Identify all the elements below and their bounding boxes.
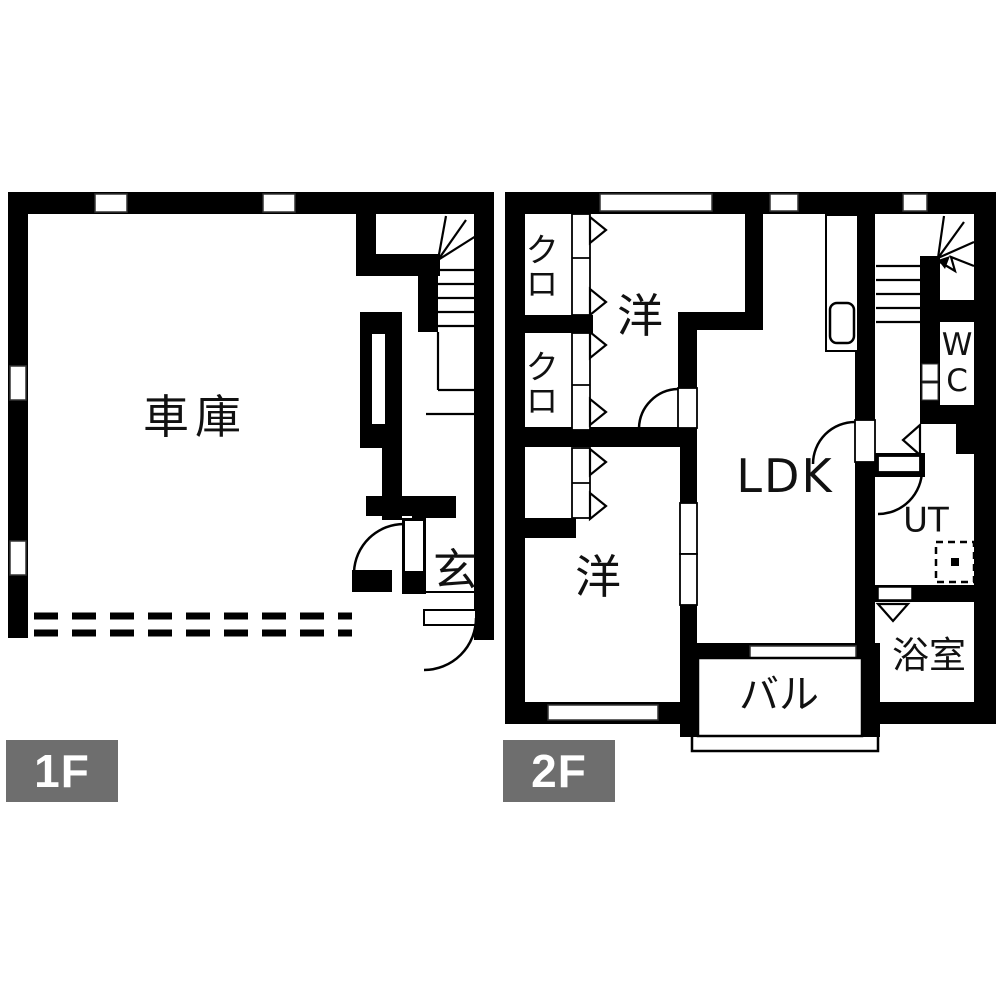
bathroom-door [875, 586, 913, 623]
washing-machine-pad [934, 540, 976, 584]
wc-door-notches [921, 363, 939, 401]
floor2-plan [505, 192, 996, 753]
floor1-door-pocket [372, 334, 385, 424]
folding-door-triangles [588, 214, 608, 522]
floor1-garage-door [352, 519, 425, 573]
floor2-stairs [876, 215, 975, 324]
floor2-closet-fronts [571, 213, 591, 519]
balcony-label-box [696, 656, 864, 738]
floor1-entrance-door [423, 609, 478, 672]
kitchen-sink [828, 301, 856, 345]
bathroom-label: 浴室 [892, 633, 966, 677]
closet-lower-label: クロ [518, 349, 559, 417]
sliding-door-panels [679, 502, 698, 606]
closet-upper-label: クロ [518, 232, 559, 300]
western-upper-label: 洋 [617, 289, 663, 344]
ldk-label: LDK [736, 449, 834, 504]
entrance-label: 玄 [433, 545, 477, 597]
floor1-plan [8, 192, 494, 672]
stair-direction-arrow [938, 255, 975, 274]
ldk-door [811, 419, 876, 465]
balcony-label: バル [739, 672, 819, 719]
floor1-stairs [426, 215, 477, 416]
floor1-windows [9, 193, 296, 576]
utility-door [877, 455, 924, 516]
floor2-badge: 2F [503, 740, 615, 802]
hall-sliding-door-triangle [901, 422, 922, 458]
garage-label: 車庫 [143, 390, 247, 445]
utility-label: UT [903, 500, 949, 541]
floor1-garage-opening-dashed [34, 612, 352, 637]
balcony [690, 656, 880, 753]
kitchen-counter [825, 214, 859, 352]
western-upper-door [637, 387, 698, 429]
western-lower-label: 洋 [575, 550, 621, 605]
floor1-badge: 1F [6, 740, 118, 802]
wc-label: WC [939, 327, 976, 399]
